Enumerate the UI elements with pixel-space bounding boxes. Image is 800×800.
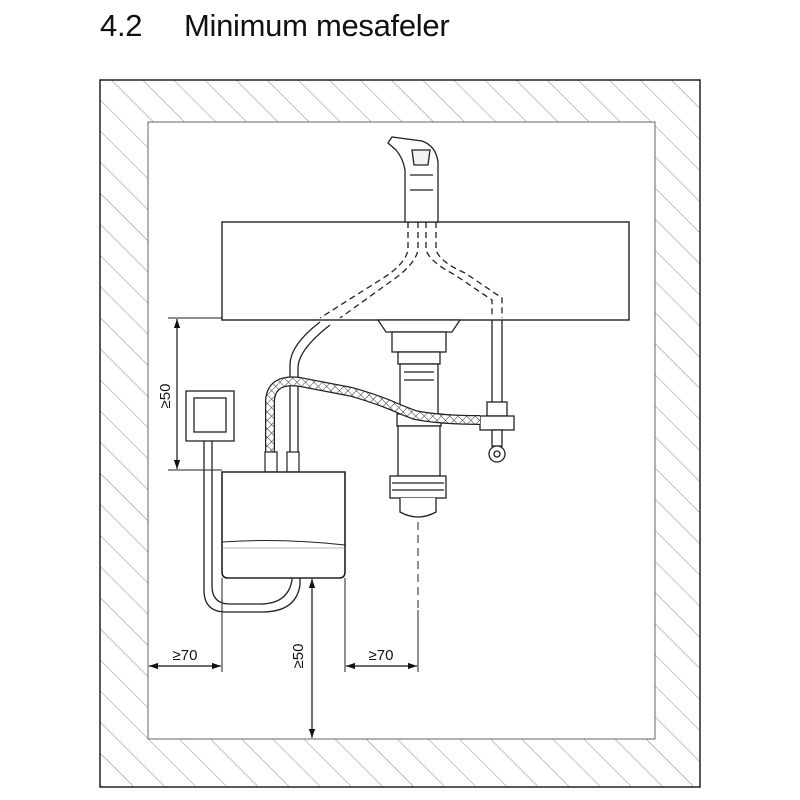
section-number: 4.2: [100, 8, 143, 43]
dim-left-vertical-label: ≥50: [157, 384, 174, 409]
braided-hose: [265, 376, 481, 455]
faucet: [387, 136, 439, 223]
rigid-pipe: [289, 321, 331, 455]
dimension-helper-lines: [168, 317, 419, 672]
dim-bottom-vertical-label: ≥50: [290, 644, 307, 669]
angle-valve: [479, 320, 515, 463]
dashed-supply-lines: [319, 222, 503, 319]
dimension-arrows: [149, 319, 417, 738]
drain-siphon: [376, 319, 462, 672]
dim-right-horizontal-label: ≥70: [369, 647, 394, 664]
washbasin: [221, 221, 630, 321]
electrical-box: [185, 390, 301, 613]
section-title: Minimum mesafeler: [184, 8, 450, 43]
section-heading: 4.2 Minimum mesafeler: [100, 8, 450, 44]
dim-left-horizontal-label: ≥70: [173, 647, 198, 664]
water-heater: [221, 451, 346, 579]
